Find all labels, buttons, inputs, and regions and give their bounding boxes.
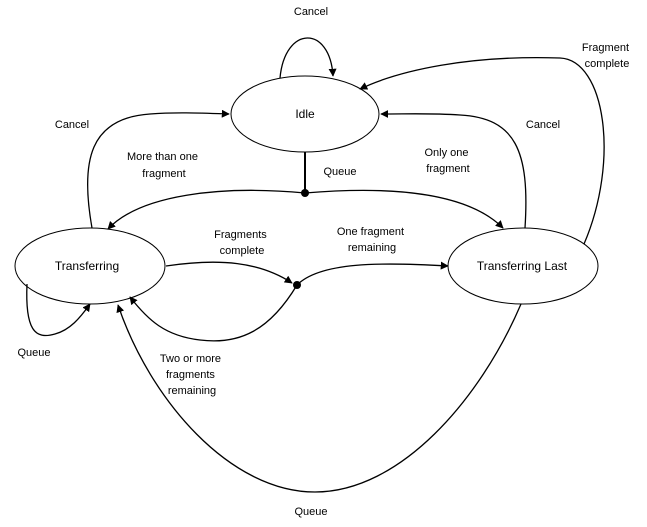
label-fragments-complete-line1: Fragments bbox=[214, 229, 267, 241]
edge-transferring-last-queue bbox=[116, 303, 522, 493]
label-one-fragment-remaining-line1: One fragment bbox=[337, 226, 404, 238]
edge-transferring-last-cancel bbox=[380, 109, 527, 229]
edge-fragments-complete bbox=[165, 261, 293, 284]
label-more-than-one-fragment: More than one fragment bbox=[127, 151, 201, 180]
label-only-one-fragment-line2: fragment bbox=[426, 163, 469, 175]
label-two-or-more-line1: Two or more bbox=[160, 353, 221, 365]
edge-only-one-fragment bbox=[304, 189, 504, 229]
label-queue-from-idle: Queue bbox=[323, 166, 356, 178]
label-idle-self-cancel: Cancel bbox=[294, 6, 328, 18]
label-fragments-complete: Fragments complete bbox=[214, 229, 270, 257]
edge-fragment-complete bbox=[359, 56, 605, 245]
label-fragments-complete-line2: complete bbox=[220, 245, 265, 257]
state-transferring: Transferring bbox=[14, 227, 166, 305]
label-transferring-cancel: Cancel bbox=[55, 119, 89, 131]
state-transferring-label: Transferring bbox=[55, 259, 119, 273]
label-transferring-last-queue: Queue bbox=[294, 506, 327, 518]
label-fragment-complete-line1: Fragment bbox=[582, 42, 629, 54]
label-more-than-one-fragment-line2: fragment bbox=[142, 168, 185, 180]
state-transferring-last: Transferring Last bbox=[447, 227, 599, 305]
edge-idle-self-cancel bbox=[279, 37, 337, 79]
label-two-or-more-fragments-remaining: Two or more fragments remaining bbox=[160, 353, 224, 397]
edge-transferring-cancel bbox=[86, 109, 230, 229]
state-transferring-last-label: Transferring Last bbox=[477, 259, 568, 273]
label-more-than-one-fragment-line1: More than one bbox=[127, 151, 198, 163]
label-two-or-more-line3: remaining bbox=[168, 385, 216, 397]
edge-one-fragment-remaining bbox=[296, 261, 449, 286]
label-two-or-more-line2: fragments bbox=[166, 369, 215, 381]
label-fragment-complete: Fragment complete bbox=[582, 42, 632, 70]
edge-two-or-more-fragments-remaining bbox=[129, 284, 298, 342]
label-only-one-fragment: Only one fragment bbox=[424, 147, 471, 175]
label-fragment-complete-line2: complete bbox=[585, 58, 630, 70]
label-one-fragment-remaining: One fragment remaining bbox=[337, 226, 407, 254]
edge-more-than-one-fragment bbox=[107, 189, 306, 230]
label-only-one-fragment-line1: Only one bbox=[424, 147, 468, 159]
label-transferring-last-cancel: Cancel bbox=[526, 119, 560, 131]
state-idle: Idle bbox=[230, 75, 380, 153]
label-transferring-self-queue: Queue bbox=[17, 347, 50, 359]
state-idle-label: Idle bbox=[295, 107, 315, 121]
label-one-fragment-remaining-line2: remaining bbox=[348, 242, 396, 254]
edge-transferring-self-queue bbox=[26, 283, 91, 337]
